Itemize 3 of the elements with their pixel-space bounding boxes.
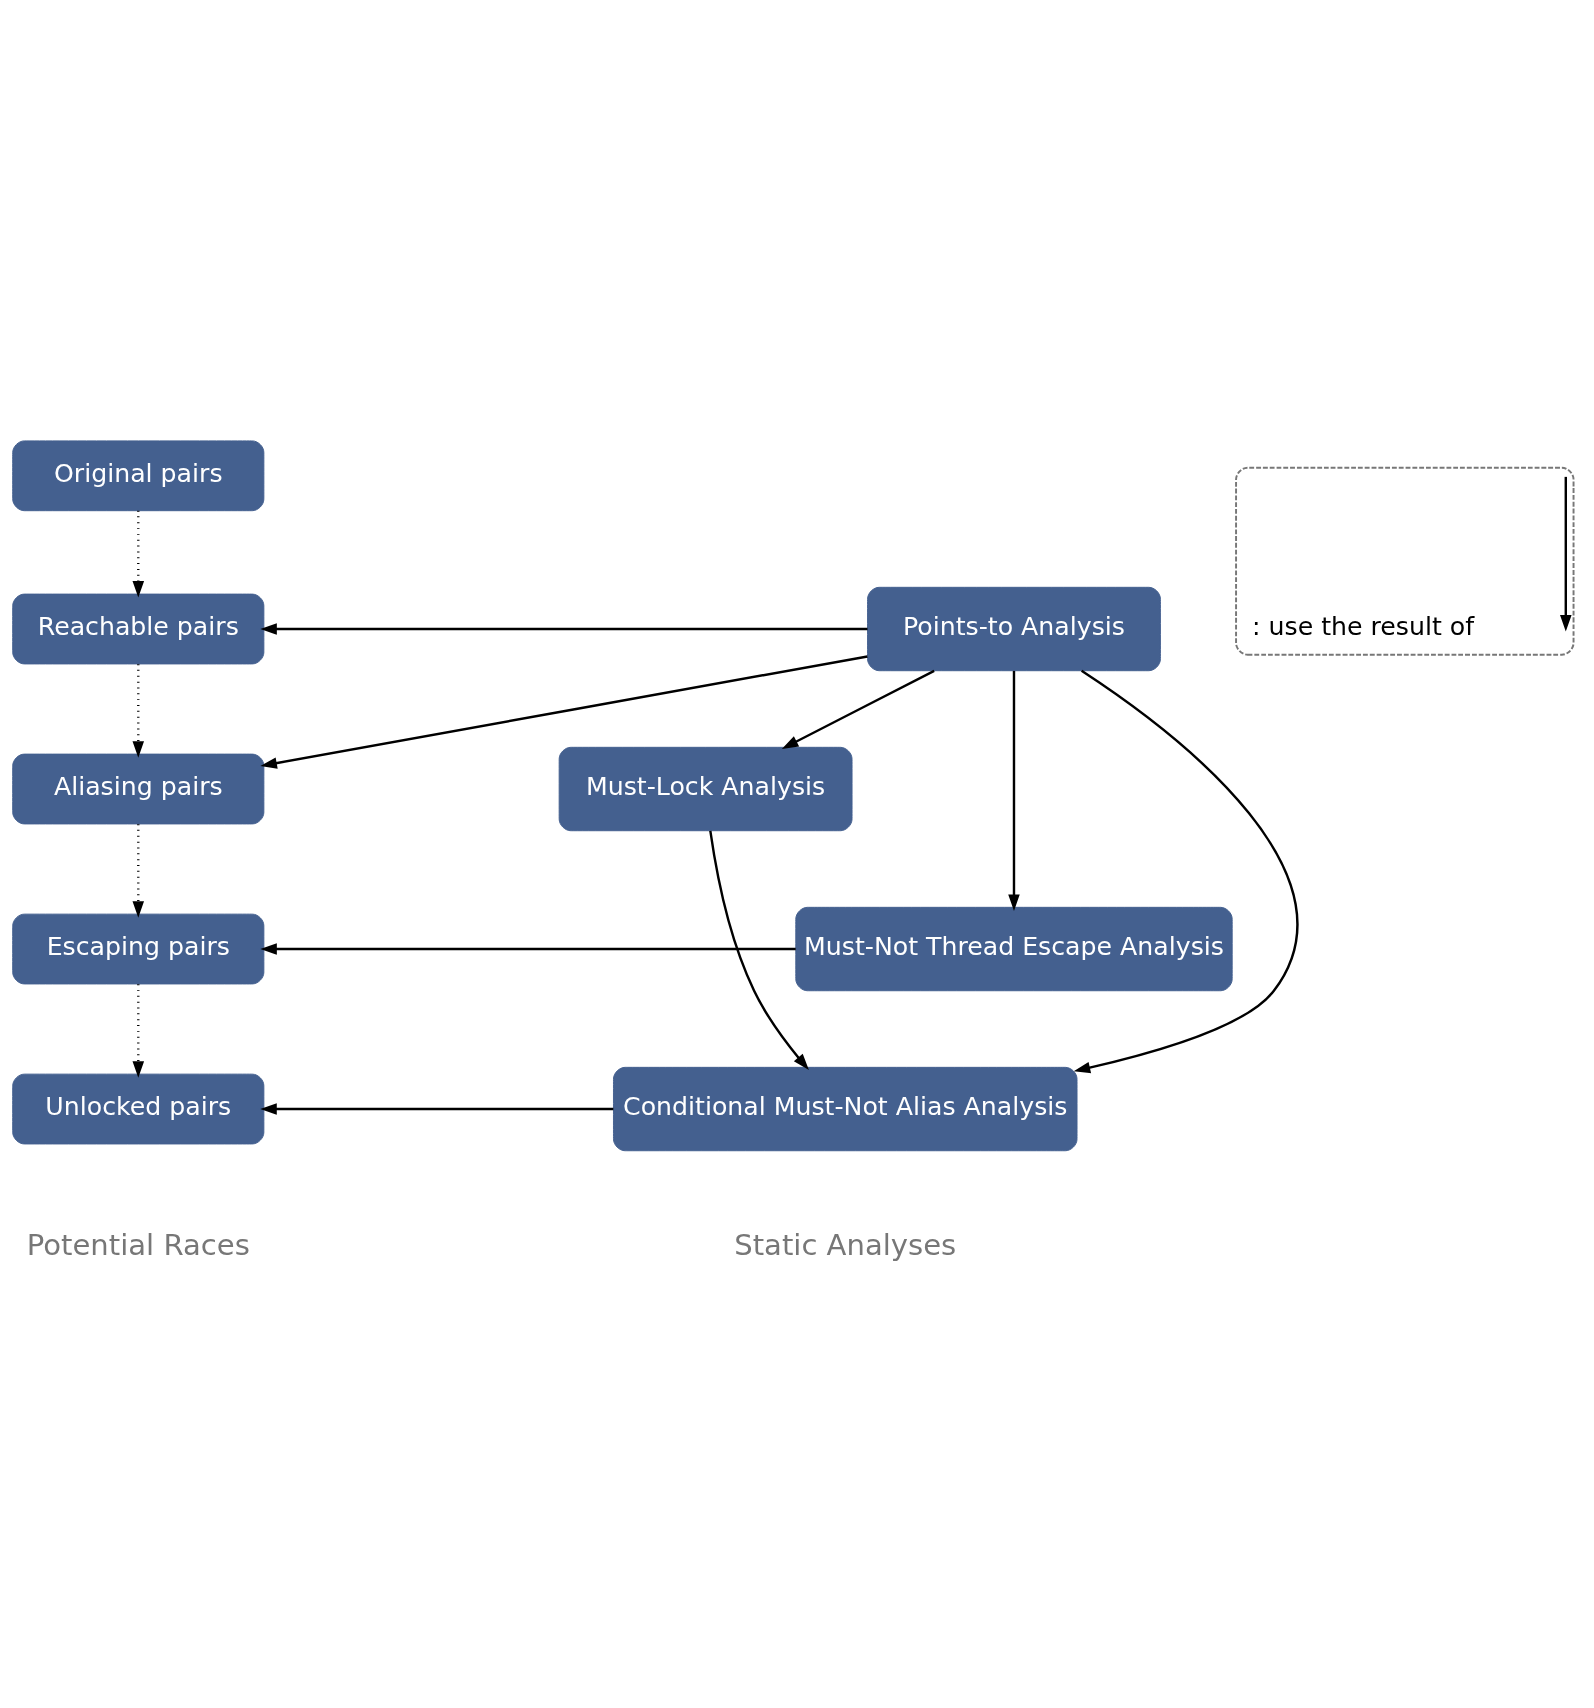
label: Static Analyses [734, 1227, 957, 1262]
legend-label: : use the result of [1252, 612, 1475, 642]
label: Potential Races [26, 1227, 250, 1262]
